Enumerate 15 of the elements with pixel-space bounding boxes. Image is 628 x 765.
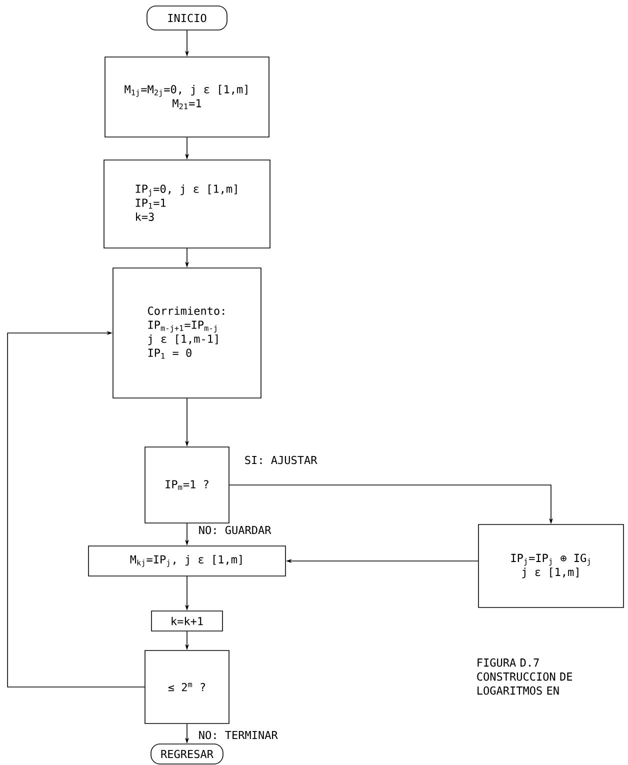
process-box: M$_{kj}$=IP$_{j}$, j ε [1,m]: [88, 546, 286, 576]
edge-label: SI: AJUSTAR: [243, 454, 318, 466]
process-box: k=k+1: [151, 610, 223, 632]
edge-label: NO: TERMINAR: [197, 730, 279, 740]
process-box: IP$_{m}$=1 ?: [144, 446, 230, 524]
process-box: Corrimiento: IP$_{m-j+1}$=IP$_{m-j}$ j ε [1,m-1] IP$_{1}$ = 0: [112, 268, 262, 398]
terminal-box: INICIO: [146, 6, 228, 30]
caption: FIGURA D.7 CONSTRUCCION DE LOGARITMOS EN: [477, 658, 572, 695]
process-box: M$_{1j}$=M$_{2j}$=0, j ε [1,m] M$_{21}$=1: [104, 56, 270, 138]
process-box: IP$_{j}$=IP$_{j}$ ⊕ IG$_{j}$ j ε [1,m]: [478, 524, 624, 608]
edge-label: NO: GUARDAR: [197, 524, 272, 536]
arrow: [7, 330, 145, 688]
process-box: ≤ 2$^{m}$ ?: [144, 650, 230, 724]
process-box: IP$_{j}$=0, j ε [1,m] IP$_{1}$=1 k=3: [104, 160, 270, 248]
terminal-box: REGRESAR: [150, 744, 224, 764]
